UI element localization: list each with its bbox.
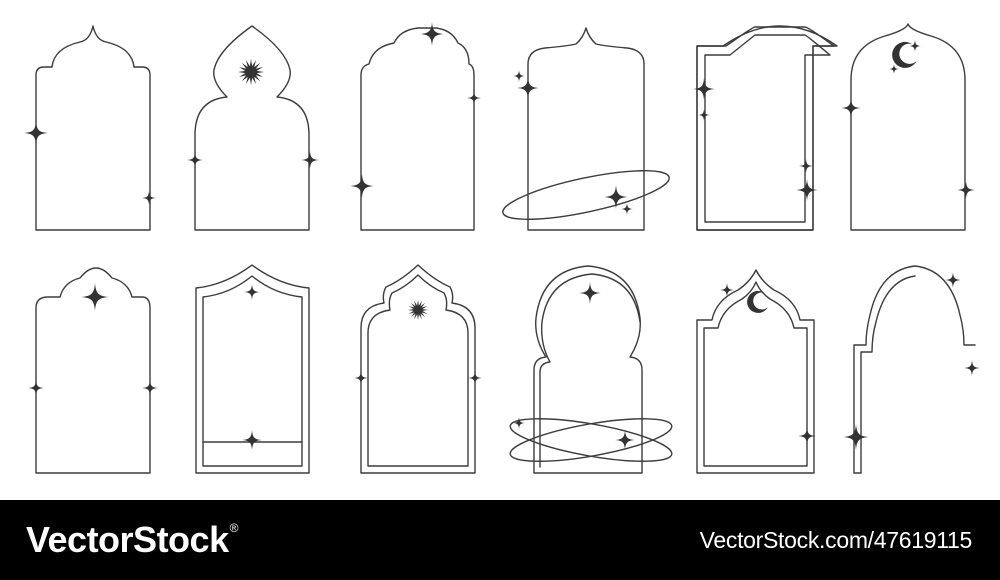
sparkle-icon [513,417,525,429]
inner-dome-arch [703,281,808,467]
outer-onion-arch [360,264,476,474]
sparkle-icon [467,91,481,105]
inner-horseshoe-arch [539,273,641,468]
sparkle-icon [909,40,921,52]
sparkle-icon [889,64,899,74]
outer-horseshoe-arch [533,265,643,474]
burst-star-icon [408,300,428,320]
sparkle-icon [964,360,980,376]
sparkle-icon [841,98,861,118]
outer-frame [696,25,838,231]
onion-dome-arch-frame [194,25,310,231]
sparkle-icon [244,284,260,300]
dome-arch-frame [35,267,151,474]
orbit-ring [502,170,670,220]
sparkle-icon [468,371,482,385]
sparkle-icon [301,151,319,169]
orbit-ring [509,418,673,462]
outer-round-arch [853,265,976,474]
sparkle-icon [142,380,158,396]
stock-image-id: VectorStock.com/47619115 [699,526,973,553]
sparkle-icon [796,179,818,201]
pointed-arch-frame [850,23,966,231]
spire-arch-frame [527,27,645,231]
sparkle-icon [28,380,44,396]
sparkle-icon [513,70,525,82]
crescent-moon-icon [747,290,768,313]
registered-mark: ® [229,521,239,535]
sparkle-icon [799,159,813,173]
brand-name: VectorStock [26,519,229,560]
sparkle-icon [81,283,109,311]
inner-round-arch [860,275,916,474]
stock-footer-bar: VectorStock® VectorStock.com/47619115 [0,500,1000,580]
outer-frame [195,264,310,474]
crescent-moon-icon [892,41,917,68]
outer-dome-arch [696,269,815,474]
sparkle-icon [698,109,710,121]
sparkle-icon [24,121,48,145]
burst-star-icon [238,59,264,85]
sparkle-icon [579,282,601,304]
sparkle-icon [957,181,975,199]
sparkle-icon [621,203,633,215]
sparkle-icon [604,185,628,209]
sparkle-icon [350,174,374,198]
inner-frame [704,34,831,223]
sparkle-icon [517,77,539,99]
orbit-ring [509,418,673,462]
sparkle-icon [720,283,734,297]
outer-frame-edge [696,26,835,231]
dome-arch-frame [360,27,475,231]
inner-onion-arch [367,274,469,467]
sparkle-icon [843,424,869,450]
sparkle-icon [420,22,444,46]
sparkle-icon [187,152,203,168]
inner-frame [202,275,303,467]
sparkle-icon [142,191,156,205]
dome-arch-frame [35,25,151,231]
sparkle-icon [354,371,368,385]
arch-frames-illustration [24,22,980,474]
brand-logo: VectorStock® [26,519,238,561]
sparkle-icon [242,430,262,450]
